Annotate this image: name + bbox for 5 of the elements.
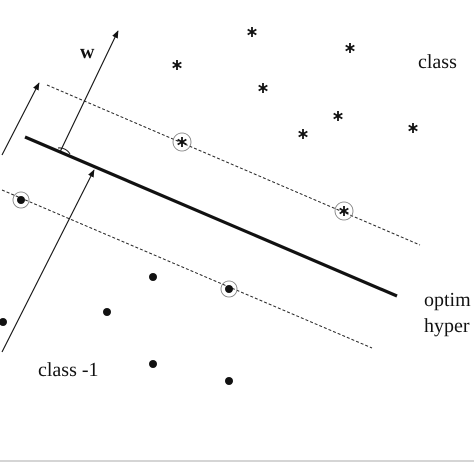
text-label: class -1 (38, 360, 99, 380)
text-label: class (418, 52, 457, 72)
vector-label: w (80, 42, 94, 62)
text-label: optim (424, 290, 471, 310)
text-label: hyper (424, 316, 470, 336)
